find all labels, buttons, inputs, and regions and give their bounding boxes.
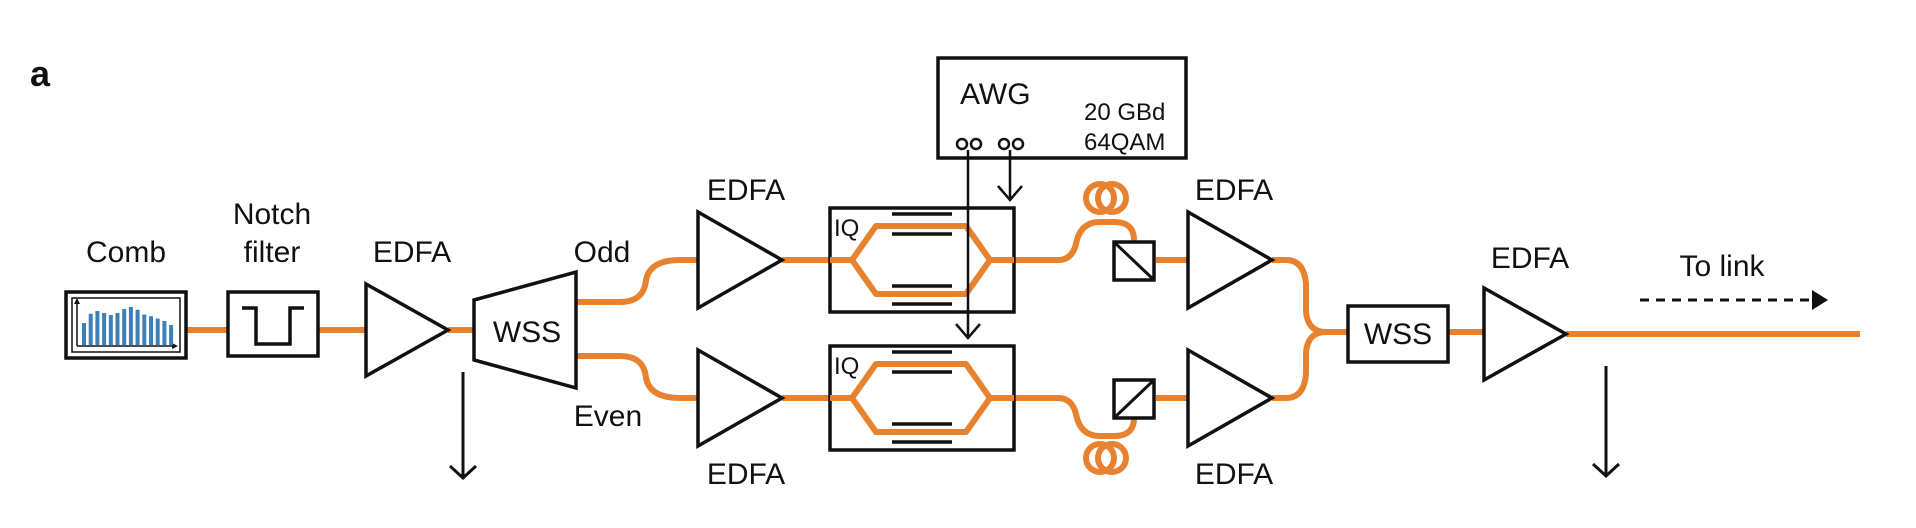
fiber-odd-branch	[576, 257, 698, 305]
odd-label: Odd	[574, 236, 631, 269]
edfa-label-3: EDFA	[707, 458, 785, 491]
down-arrow-monitor-icon	[448, 372, 478, 481]
comb-bar	[169, 325, 174, 345]
trapezoid-wss-icon	[472, 269, 578, 391]
fiber-loop-icon	[1083, 441, 1129, 475]
edfa-label-5: EDFA	[1195, 458, 1273, 491]
to-link-arrow	[1640, 290, 1828, 310]
comb-source	[64, 290, 188, 360]
fiber-iq-pol-top	[1014, 219, 1137, 263]
notch-label-line2: filter	[244, 236, 301, 269]
wss-label-1: WSS	[493, 316, 561, 349]
awg-box	[936, 56, 1188, 160]
comb-spectrum-bars	[82, 307, 174, 345]
triangle-amplifier-icon	[1482, 285, 1570, 383]
triangle-amplifier-icon	[1186, 208, 1276, 312]
comb-bar	[122, 309, 127, 345]
wss-box-2	[1346, 304, 1450, 364]
comb-bar	[142, 314, 147, 345]
triangle-amplifier-icon	[696, 346, 786, 450]
edfa-label-2: EDFA	[707, 174, 785, 207]
comb-bar	[155, 318, 160, 345]
fiber-loop-icon	[1083, 181, 1129, 215]
edfa-label-6: EDFA	[1491, 242, 1569, 275]
fiber-paths	[186, 219, 1860, 439]
polarization-beam-combiner-icon	[1112, 240, 1156, 282]
comb-bar	[162, 321, 167, 345]
comb-bar	[108, 315, 113, 345]
polarization-beam-combiner-icon	[1112, 378, 1156, 420]
comb-bar	[95, 311, 100, 345]
wss-label-2: WSS	[1364, 318, 1432, 351]
to-link-label: To link	[1679, 250, 1765, 283]
edfa-label-4: EDFA	[1195, 174, 1273, 207]
notch-filter	[226, 290, 320, 358]
notch-label-line1: Notch	[233, 198, 311, 231]
panel-label: a	[30, 53, 51, 94]
edfa-label-1: EDFA	[373, 236, 451, 269]
comb-bar	[149, 316, 153, 345]
iq-modulator-bottom	[828, 344, 1016, 452]
comb-bar	[88, 313, 93, 345]
triangle-amplifier-icon	[696, 208, 786, 312]
triangle-amplifier-icon	[364, 281, 452, 379]
comb-bar	[115, 313, 120, 345]
comb-bar	[135, 309, 140, 345]
iq-label-bottom: IQ	[834, 353, 859, 380]
iq-modulator-top	[828, 206, 1016, 314]
awg-spec-line1: 20 GBd	[1084, 99, 1165, 126]
comb-bar	[128, 307, 133, 345]
awg-rf-lines	[955, 150, 1023, 340]
awg-label: AWG	[960, 78, 1031, 111]
iq-label-top: IQ	[834, 215, 859, 242]
awg-spec-line2: 64QAM	[1084, 129, 1165, 156]
fiber-even-branch	[576, 353, 698, 401]
comb-bar	[82, 323, 86, 345]
even-label: Even	[574, 400, 642, 433]
down-arrow-monitor-icon	[1591, 366, 1621, 479]
fiber-combine-top	[1272, 257, 1348, 335]
fiber-combine-bottom	[1272, 329, 1327, 401]
comb-label: Comb	[86, 236, 166, 269]
triangle-amplifier-icon	[1186, 346, 1276, 450]
comb-bar	[102, 313, 107, 345]
fiber-iq-pol-bottom	[1014, 395, 1137, 439]
